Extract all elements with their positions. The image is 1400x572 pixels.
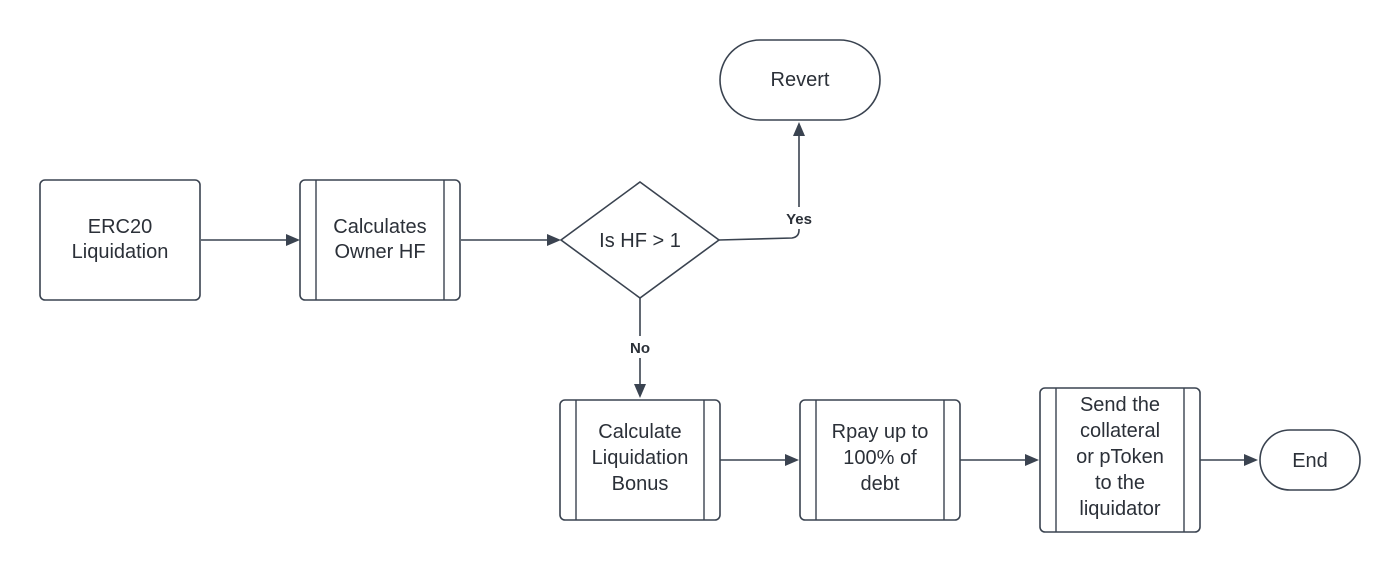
edge-decision-to-revert: Yes <box>718 122 820 241</box>
arrowhead <box>634 384 646 398</box>
node-label-line: Is HF > 1 <box>599 230 681 252</box>
node-revert: Revert <box>719 39 881 121</box>
node-label-line: Calculates <box>333 216 426 238</box>
node-label-line: collateral <box>1080 420 1160 442</box>
node-decision-is-hf-gt-1: Is HF > 1 <box>559 181 721 299</box>
edge-repay-to-send <box>960 454 1039 466</box>
edge-calculate-bonus-to-repay <box>720 454 799 466</box>
node-label-line: Calculate <box>598 421 681 443</box>
node-label-line: ERC20 <box>88 216 152 238</box>
node-label-line: 100% of <box>843 447 917 469</box>
node-calculate-liquidation-bonus: Calculate Liquidation Bonus <box>559 399 721 521</box>
node-label-line: Revert <box>771 69 830 91</box>
arrowhead <box>785 454 799 466</box>
node-label-line: Bonus <box>612 473 669 495</box>
arrowhead <box>1244 454 1258 466</box>
node-label-line: to the <box>1095 472 1145 494</box>
edge-send-to-end <box>1200 454 1258 466</box>
node-label-line: End <box>1292 450 1328 472</box>
arrowhead <box>547 234 561 246</box>
edge-label-no: No <box>630 340 650 357</box>
node-label-line: liquidator <box>1079 498 1161 520</box>
edge-erc20-to-calculates-hf <box>201 234 300 246</box>
node-label-line: or pToken <box>1076 446 1164 468</box>
node-label-line: Liquidation <box>72 241 169 263</box>
node-label-line: Liquidation <box>592 447 689 469</box>
node-label-line: Send the <box>1080 394 1160 416</box>
node-label-line: Owner HF <box>334 241 425 263</box>
edge-decision-to-calculate-bonus: No <box>622 298 658 398</box>
node-label-line: debt <box>861 473 900 495</box>
node-end: End <box>1259 429 1361 491</box>
node-repay-debt: Rpay up to 100% of debt <box>799 399 961 521</box>
edge-label-yes: Yes <box>786 211 812 228</box>
node-calculates-owner-hf: Calculates Owner HF <box>299 179 461 301</box>
arrowhead <box>286 234 300 246</box>
node-send-collateral: Send the collateral or pToken to the liq… <box>1039 387 1201 533</box>
node-label-line: Rpay up to <box>832 421 929 443</box>
node-erc20-liquidation: ERC20 Liquidation <box>39 179 201 301</box>
arrowhead <box>793 122 805 136</box>
arrowhead <box>1025 454 1039 466</box>
edge-calculates-hf-to-decision <box>461 234 561 246</box>
